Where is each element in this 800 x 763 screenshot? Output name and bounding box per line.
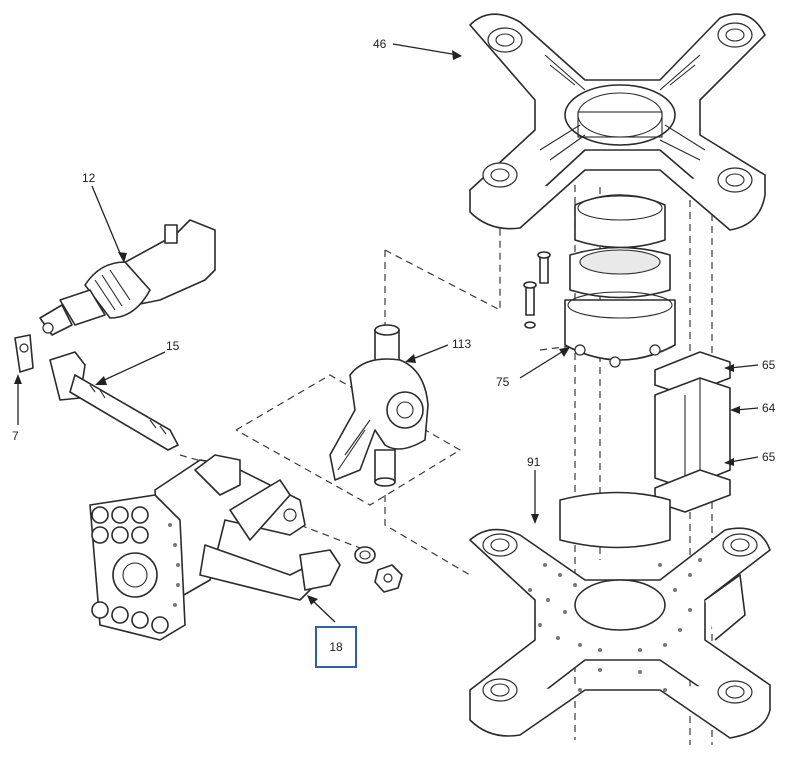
lower-cross-plate	[469, 491, 771, 739]
callout-75: 75	[496, 375, 510, 389]
shaft-15	[49, 351, 179, 451]
spacer-block-64	[654, 351, 731, 513]
bracket-assembly-18	[89, 454, 341, 641]
callout-18: 18	[329, 640, 343, 654]
callout-15: 15	[166, 339, 180, 353]
upper-coupling-75	[564, 194, 676, 368]
highlighted-callout-18: 18	[315, 626, 357, 668]
bracket-bolt-holes	[168, 523, 180, 607]
plate-holes	[528, 558, 702, 692]
callout-46: 46	[373, 37, 387, 51]
callout-91: 91	[527, 455, 541, 469]
callout-12: 12	[82, 171, 96, 185]
clip-7	[14, 334, 34, 373]
callout-65-top: 65	[762, 358, 776, 372]
callout-113: 113	[452, 337, 471, 351]
upper-cross-plate	[469, 13, 766, 231]
actuator-cylinder-12	[39, 219, 216, 336]
callout-64: 64	[762, 401, 776, 415]
callout-7: 7	[12, 429, 19, 443]
callout-labels: 46 12 15 7 113 75 65 64 65 91	[12, 37, 776, 469]
callout-65-bottom: 65	[762, 450, 776, 464]
bracket-lugs	[91, 506, 169, 634]
washer-and-nut	[354, 546, 403, 593]
bolts	[523, 251, 551, 329]
leader-lines	[14, 43, 759, 623]
bellcrank-113	[329, 324, 429, 487]
